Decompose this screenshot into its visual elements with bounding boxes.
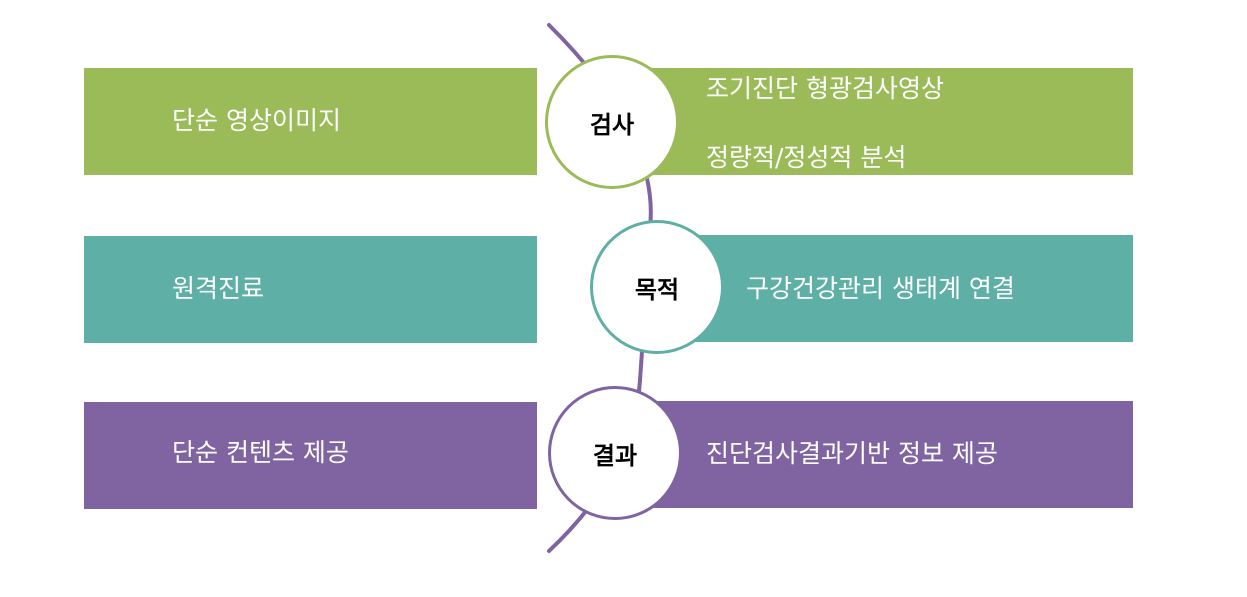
circle-2-label: 목적 bbox=[634, 275, 680, 304]
left-bar-1-text: 단순 영상이미지 bbox=[172, 106, 341, 135]
right-bar-1-line-2: 정량적/정성적 분석 bbox=[706, 143, 907, 172]
right-bar-1: 조기진단 형광검사영상 정량적/정성적 분석 bbox=[612, 68, 1133, 175]
circle-2: 목적 bbox=[590, 220, 724, 354]
right-bar-2: 구강건강관리 생태계 연결 bbox=[660, 235, 1133, 342]
right-bar-3: 진단검사결과기반 정보 제공 bbox=[612, 401, 1133, 508]
left-bar-2: 원격진료 bbox=[84, 236, 537, 343]
circle-1-label: 검사 bbox=[589, 110, 635, 139]
left-bar-2-text: 원격진료 bbox=[172, 274, 265, 303]
left-bar-3: 단순 컨텐츠 제공 bbox=[84, 402, 537, 509]
right-bar-1-line-1: 조기진단 형광검사영상 bbox=[706, 74, 944, 103]
circle-3-label: 결과 bbox=[592, 441, 638, 470]
circle-3: 결과 bbox=[548, 386, 682, 520]
right-bar-3-line-1: 진단검사결과기반 정보 제공 bbox=[706, 439, 998, 468]
circle-1: 검사 bbox=[545, 55, 679, 189]
left-bar-1: 단순 영상이미지 bbox=[84, 68, 537, 175]
right-bar-2-line-1: 구강건강관리 생태계 연결 bbox=[746, 274, 1015, 303]
left-bar-3-text: 단순 컨텐츠 제공 bbox=[172, 438, 349, 467]
